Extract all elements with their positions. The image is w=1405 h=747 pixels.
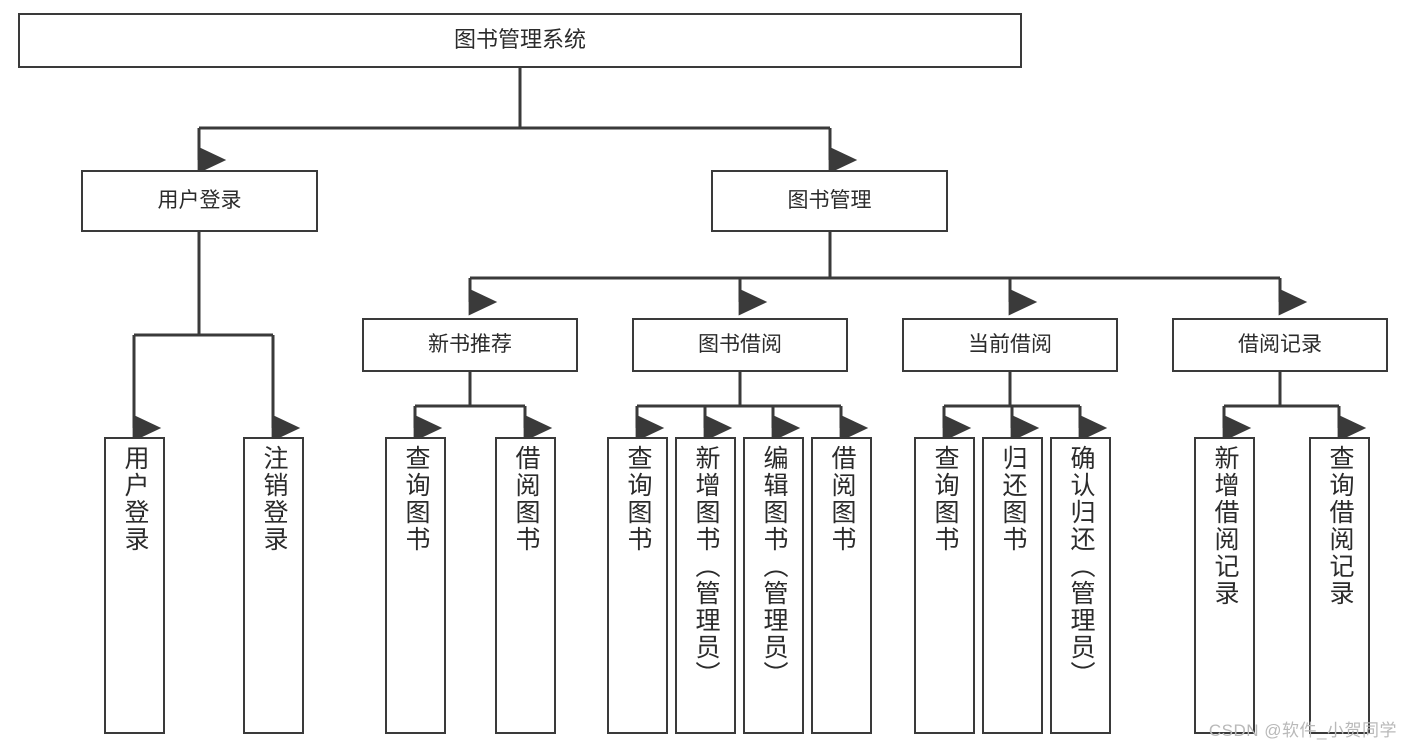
node-leaf-logout-login-label: 注销登录: [260, 445, 288, 553]
node-leaf-query-record-label: 查询借阅记录: [1326, 445, 1354, 607]
node-current-borrow-label: 当前借阅: [968, 333, 1052, 357]
node-leaf-query-book-3[interactable]: 查询图书: [914, 437, 975, 734]
node-book-manage-label: 图书管理: [787, 189, 872, 213]
node-leaf-query-book-3-label: 查询图书: [931, 445, 959, 553]
node-leaf-borrow-book-1-label: 借阅图书: [512, 445, 540, 553]
node-leaf-add-record[interactable]: 新增借阅记录: [1194, 437, 1255, 734]
node-leaf-query-record[interactable]: 查询借阅记录: [1309, 437, 1370, 734]
node-new-book-rec[interactable]: 新书推荐: [362, 318, 578, 372]
node-user-login[interactable]: 用户登录: [81, 170, 318, 232]
watermark: CSDN @软件_小贺同学: [1208, 721, 1397, 740]
node-leaf-query-book-1[interactable]: 查询图书: [385, 437, 446, 734]
node-leaf-add-record-label: 新增借阅记录: [1211, 445, 1239, 607]
node-leaf-user-login[interactable]: 用户登录: [104, 437, 165, 734]
node-user-login-label: 用户登录: [157, 189, 242, 213]
node-leaf-confirm-return-label: 确认归还（管理员）: [1067, 445, 1095, 688]
node-leaf-return-book[interactable]: 归还图书: [982, 437, 1043, 734]
node-book-manage[interactable]: 图书管理: [711, 170, 948, 232]
node-new-book-rec-label: 新书推荐: [428, 333, 512, 357]
node-leaf-query-book-2[interactable]: 查询图书: [607, 437, 668, 734]
node-borrow-record[interactable]: 借阅记录: [1172, 318, 1388, 372]
node-book-borrow-label: 图书借阅: [698, 333, 782, 357]
node-leaf-edit-book[interactable]: 编辑图书（管理员）: [743, 437, 804, 734]
node-leaf-borrow-book-2[interactable]: 借阅图书: [811, 437, 872, 734]
node-leaf-confirm-return[interactable]: 确认归还（管理员）: [1050, 437, 1111, 734]
node-leaf-logout-login[interactable]: 注销登录: [243, 437, 304, 734]
node-leaf-borrow-book-1[interactable]: 借阅图书: [495, 437, 556, 734]
node-leaf-add-book-label: 新增图书（管理员）: [692, 445, 720, 688]
node-leaf-query-book-1-label: 查询图书: [402, 445, 430, 553]
node-leaf-edit-book-label: 编辑图书（管理员）: [760, 445, 788, 688]
node-leaf-borrow-book-2-label: 借阅图书: [828, 445, 856, 553]
node-leaf-add-book[interactable]: 新增图书（管理员）: [675, 437, 736, 734]
node-borrow-record-label: 借阅记录: [1238, 333, 1322, 357]
node-book-borrow[interactable]: 图书借阅: [632, 318, 848, 372]
node-root-label: 图书管理系统: [453, 27, 586, 53]
node-root[interactable]: 图书管理系统: [18, 13, 1022, 68]
node-leaf-query-book-2-label: 查询图书: [624, 445, 652, 553]
node-leaf-return-book-label: 归还图书: [999, 445, 1027, 553]
node-leaf-user-login-label: 用户登录: [121, 445, 149, 553]
node-current-borrow[interactable]: 当前借阅: [902, 318, 1118, 372]
